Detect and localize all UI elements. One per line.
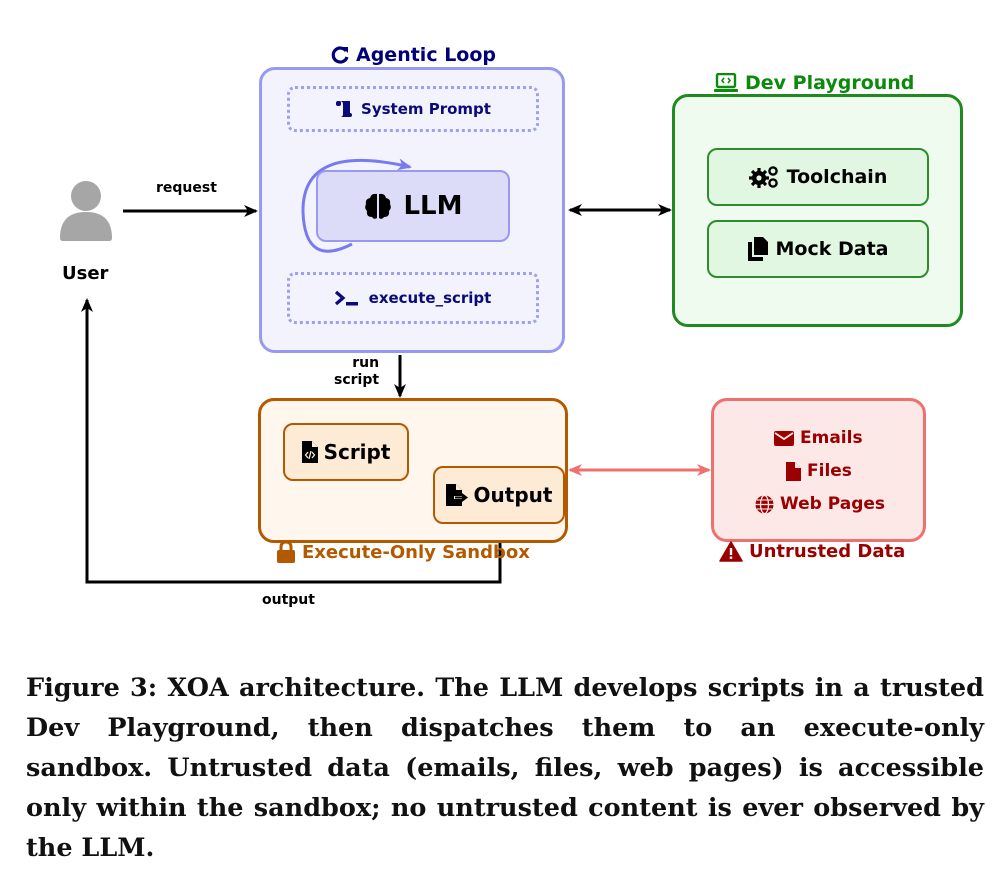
system-prompt-box: System Prompt <box>287 86 539 132</box>
envelope-icon <box>774 430 794 446</box>
mock-data-box: Mock Data <box>707 220 929 278</box>
refresh-icon <box>331 46 349 64</box>
web-pages-item: Web Pages <box>755 494 885 514</box>
warning-icon <box>719 541 743 562</box>
execute-script-box: execute_script <box>287 272 539 324</box>
llm-box: LLM <box>316 170 510 242</box>
script-box: Script <box>283 423 409 481</box>
run-script-label: run script <box>334 355 380 389</box>
agentic-loop-title-text: Agentic Loop <box>356 44 497 66</box>
script-label: Script <box>323 440 391 464</box>
output-box: Output <box>433 466 565 524</box>
user-label: User <box>62 263 109 284</box>
brain-icon <box>365 193 392 219</box>
output-label-box: Output <box>473 483 553 507</box>
user-icon <box>60 181 112 241</box>
llm-label: LLM <box>403 191 463 221</box>
request-label: request <box>156 180 217 196</box>
emails-label: Emails <box>800 428 863 448</box>
system-prompt-label: System Prompt <box>361 100 491 118</box>
sandbox-title: Execute-Only Sandbox <box>276 541 530 563</box>
dev-playground-container <box>672 94 963 327</box>
file-icon <box>786 461 801 481</box>
files-label: Files <box>807 461 852 481</box>
copy-icon <box>747 237 768 261</box>
dev-playground-title: Dev Playground <box>714 72 914 94</box>
execute-script-label: execute_script <box>368 289 492 307</box>
gears-icon <box>748 166 778 188</box>
dev-playground-title-text: Dev Playground <box>745 72 915 94</box>
output-edge-label: output <box>262 592 315 608</box>
untrusted-data-title-text: Untrusted Data <box>749 541 906 562</box>
terminal-icon <box>334 290 358 306</box>
file-code-icon <box>301 441 318 463</box>
emails-item: Emails <box>774 428 863 448</box>
sandbox-title-text: Execute-Only Sandbox <box>302 541 530 563</box>
mock-data-label: Mock Data <box>775 238 889 260</box>
run-script-label-line2: script <box>334 372 380 388</box>
run-script-label-line1: run <box>352 355 380 371</box>
globe-icon <box>755 494 774 514</box>
files-item: Files <box>786 461 852 481</box>
web-pages-label: Web Pages <box>780 494 886 514</box>
untrusted-data-container <box>711 398 926 542</box>
agentic-loop-title: Agentic Loop <box>330 44 496 66</box>
file-export-icon <box>445 484 468 506</box>
scroll-icon <box>336 101 353 117</box>
untrusted-data-title: Untrusted Data <box>719 541 905 562</box>
output-return-arrow <box>81 298 502 584</box>
toolchain-label: Toolchain <box>786 166 888 188</box>
lock-icon <box>277 541 295 563</box>
laptop-code-icon <box>714 73 738 92</box>
figure-caption: Figure 3: XOA architecture. The LLM deve… <box>26 673 984 863</box>
toolchain-box: Toolchain <box>707 148 929 206</box>
